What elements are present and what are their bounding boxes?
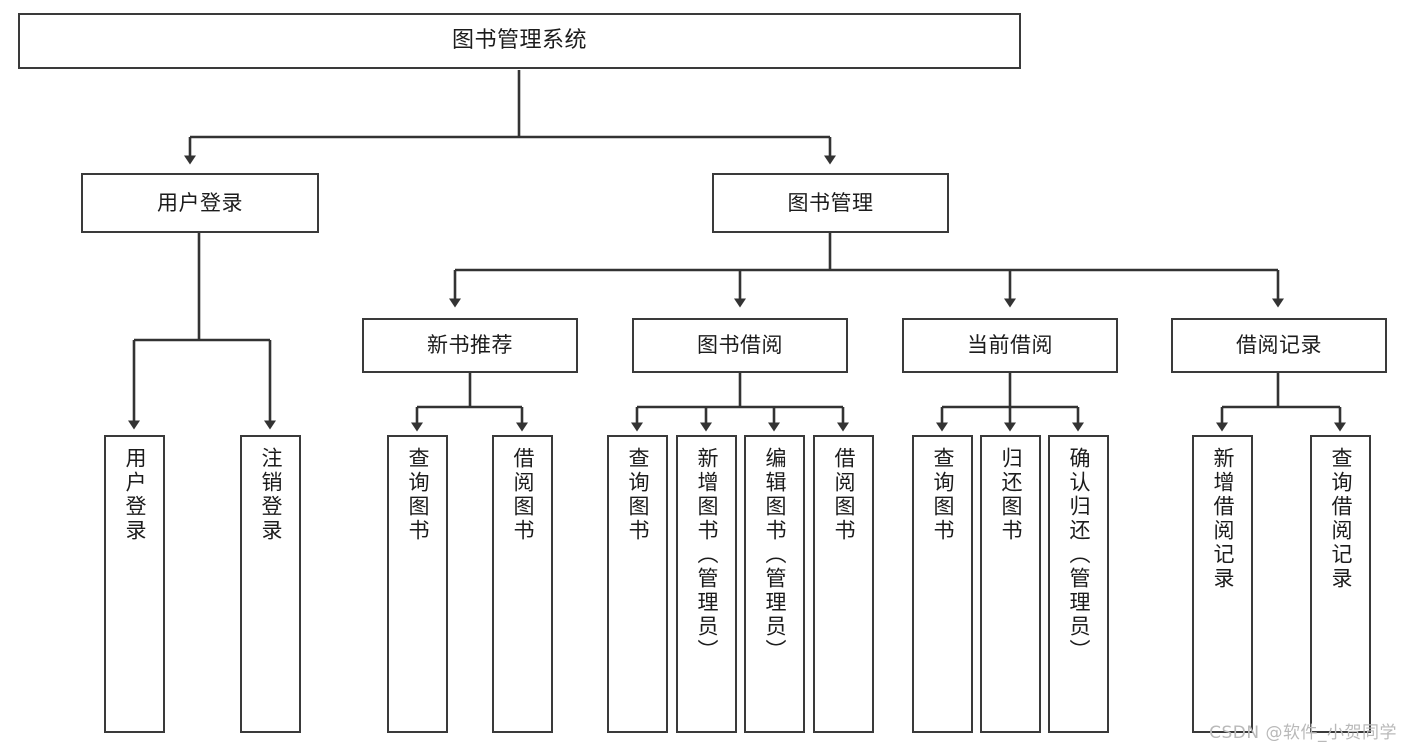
node-user-login[interactable]: 用户登录 — [81, 173, 319, 233]
csdn-watermark: CSDN @软件_小贺同学 — [1209, 723, 1397, 743]
node-book-borrow[interactable]: 图书借阅 — [632, 318, 848, 373]
node-leaf-borrow-book-2-label: 借阅图书 — [832, 447, 856, 543]
node-leaf-add-book-label: 新增图书（管理员） — [695, 447, 719, 663]
node-leaf-add-book[interactable]: 新增图书（管理员） — [676, 435, 737, 733]
node-leaf-query-book-3[interactable]: 查询图书 — [912, 435, 973, 733]
node-leaf-user-login-label: 用户登录 — [123, 447, 147, 543]
node-leaf-query-record-label: 查询借阅记录 — [1329, 447, 1353, 591]
node-leaf-confirm-return[interactable]: 确认归还（管理员） — [1048, 435, 1109, 733]
node-borrow-record-label: 借阅记录 — [1236, 333, 1322, 358]
node-leaf-borrow-book-1-label: 借阅图书 — [511, 447, 535, 543]
node-leaf-query-book-1[interactable]: 查询图书 — [387, 435, 448, 733]
node-leaf-add-record-label: 新增借阅记录 — [1211, 447, 1235, 591]
node-leaf-borrow-book-2[interactable]: 借阅图书 — [813, 435, 874, 733]
node-book-borrow-label: 图书借阅 — [697, 333, 783, 358]
node-leaf-user-logout[interactable]: 注销登录 — [240, 435, 301, 733]
node-user-login-label: 用户登录 — [157, 190, 243, 215]
node-leaf-confirm-return-label: 确认归还（管理员） — [1067, 447, 1091, 663]
node-leaf-query-book-1-label: 查询图书 — [406, 447, 430, 543]
node-leaf-query-book-3-label: 查询图书 — [931, 447, 955, 543]
node-new-book-recommend[interactable]: 新书推荐 — [362, 318, 578, 373]
node-leaf-user-logout-label: 注销登录 — [259, 447, 283, 543]
node-leaf-edit-book[interactable]: 编辑图书（管理员） — [744, 435, 805, 733]
node-root-label: 图书管理系统 — [451, 28, 587, 54]
node-book-manage-label: 图书管理 — [787, 190, 874, 215]
node-leaf-add-record[interactable]: 新增借阅记录 — [1192, 435, 1253, 733]
node-leaf-return-book-label: 归还图书 — [999, 447, 1023, 543]
node-current-borrow[interactable]: 当前借阅 — [902, 318, 1118, 373]
node-leaf-user-login[interactable]: 用户登录 — [104, 435, 165, 733]
node-leaf-query-record[interactable]: 查询借阅记录 — [1310, 435, 1371, 733]
node-leaf-borrow-book-1[interactable]: 借阅图书 — [492, 435, 553, 733]
node-new-book-recommend-label: 新书推荐 — [427, 333, 513, 358]
node-leaf-query-book-2-label: 查询图书 — [626, 447, 650, 543]
node-current-borrow-label: 当前借阅 — [967, 333, 1053, 358]
node-root[interactable]: 图书管理系统 — [18, 13, 1021, 69]
node-leaf-return-book[interactable]: 归还图书 — [980, 435, 1041, 733]
node-leaf-edit-book-label: 编辑图书（管理员） — [763, 447, 787, 663]
node-leaf-query-book-2[interactable]: 查询图书 — [607, 435, 668, 733]
node-book-manage[interactable]: 图书管理 — [712, 173, 949, 233]
node-borrow-record[interactable]: 借阅记录 — [1171, 318, 1387, 373]
